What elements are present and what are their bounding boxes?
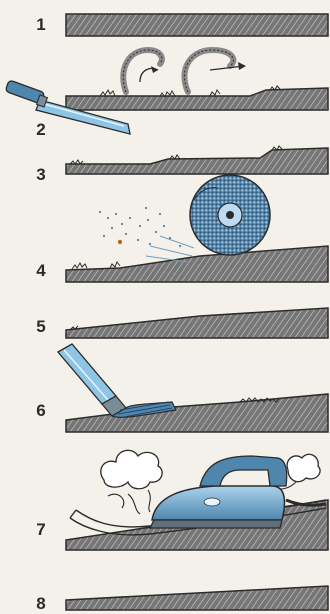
board-step-2 (66, 86, 328, 110)
board-step-4 (66, 246, 328, 282)
board-step-1 (66, 14, 328, 36)
board-step-8 (66, 586, 328, 610)
grinding-wheel-icon (190, 175, 270, 255)
paintbrush-icon (58, 344, 176, 417)
board-step-3 (66, 146, 328, 174)
sanding-dust-particles (99, 207, 194, 262)
board-step-5 (66, 308, 328, 338)
wood-shaving-curls (123, 50, 246, 92)
